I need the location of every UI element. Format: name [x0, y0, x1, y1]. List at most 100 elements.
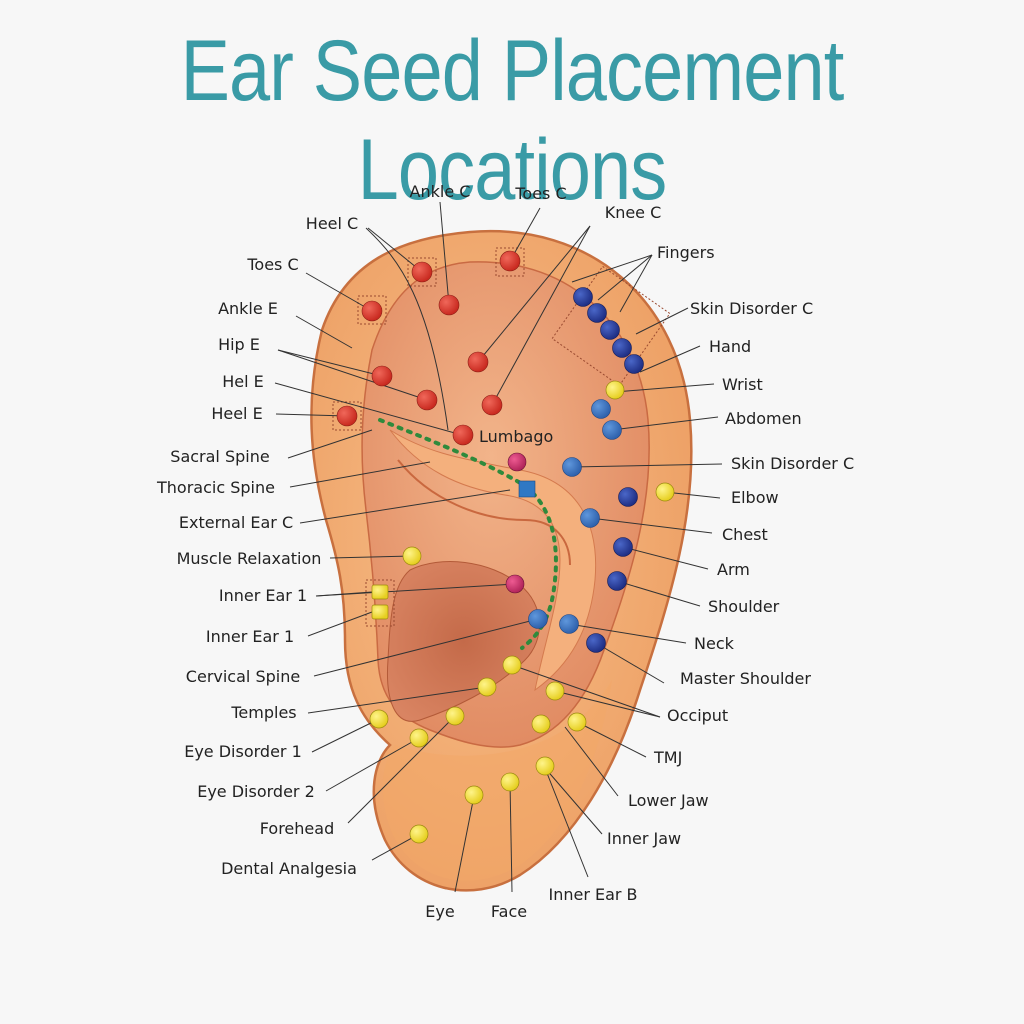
box-heel-c [407, 257, 437, 287]
point-shoulder [607, 571, 627, 591]
magenta-points [505, 452, 527, 594]
point-eye [464, 785, 484, 805]
point-toes-c-top [499, 250, 521, 272]
label-neck: Neck [694, 634, 735, 653]
label-lower-jaw: Lower Jaw [628, 791, 709, 810]
leader-lines [274, 201, 723, 893]
label-sacral-spine: Sacral Spine [170, 447, 269, 466]
point-inner-ear-1a [371, 584, 389, 600]
point-wrist [605, 380, 625, 400]
point-fingers-2 [587, 303, 607, 323]
point-dental-analgesia [409, 824, 429, 844]
dark-blue-points [573, 287, 644, 653]
label-abdomen: Abdomen [725, 409, 802, 428]
label-toes-c-left: Toes C [246, 255, 298, 274]
label-toes-c-top: Toes C [514, 184, 566, 203]
point-tmj-2 [567, 712, 587, 732]
point-occiput-2 [545, 681, 565, 701]
label-inner-ear-1b: Inner Ear 1 [206, 627, 294, 646]
box-inner-ear-1 [365, 579, 395, 627]
point-magenta-inner-ear [505, 574, 525, 594]
point-forehead [445, 706, 465, 726]
point-cervical [528, 609, 548, 629]
label-tmj: TMJ [653, 748, 682, 767]
point-magenta-upper [507, 452, 527, 472]
label-lumbago: Lumbago [479, 427, 553, 446]
point-heel-c [411, 261, 433, 283]
point-elbow-blue [618, 487, 638, 507]
label-external-ear-c: External Ear C [179, 513, 293, 532]
point-skin-disorder-c-mid [562, 457, 582, 477]
point-eye-disorder-1 [369, 709, 389, 729]
label-chest: Chest [722, 525, 768, 544]
label-eye-disorder-1: Eye Disorder 1 [184, 742, 302, 761]
point-knee-c [467, 351, 489, 373]
point-hip-e [371, 365, 393, 387]
point-neck [559, 614, 579, 634]
label-occiput: Occiput [667, 706, 728, 725]
spine-dotted-line [378, 418, 558, 650]
label-face: Face [491, 902, 527, 921]
label-hip-e: Hip E [218, 335, 260, 354]
point-heel-e [336, 405, 358, 427]
label-master-shoulder: Master Shoulder [680, 669, 811, 688]
label-cervical-spine: Cervical Spine [186, 667, 300, 686]
label-arm: Arm [717, 560, 750, 579]
label-ankle-e: Ankle E [218, 299, 278, 318]
point-skin-disorder-c-top [612, 338, 632, 358]
point-hel-e [416, 389, 438, 411]
point-chest [580, 508, 600, 528]
label-eye-disorder-2: Eye Disorder 2 [197, 782, 315, 801]
ear-crease [397, 459, 571, 566]
point-arm [613, 537, 633, 557]
label-shoulder: Shoulder [708, 597, 780, 616]
ear-lobule [382, 680, 612, 881]
box-toes-c-left [357, 295, 387, 325]
point-inner-jaw [535, 756, 555, 776]
label-inner-ear-b: Inner Ear B [548, 885, 637, 904]
label-ankle-c: Ankle C [410, 182, 471, 201]
point-lumbago [452, 424, 474, 446]
label-dental-analgesia: Dental Analgesia [221, 859, 357, 878]
point-wrist-blue [591, 399, 611, 419]
label-thoracic-spine: Thoracic Spine [156, 478, 275, 497]
label-heel-e: Heel E [211, 404, 262, 423]
label-eye: Eye [425, 902, 454, 921]
label-elbow: Elbow [731, 488, 779, 507]
point-face [500, 772, 520, 792]
label-skin-disorder-c-top: Skin Disorder C [690, 299, 813, 318]
red-points [336, 250, 521, 446]
point-external-ear-c-square [518, 480, 536, 498]
point-muscle-relaxation [402, 546, 422, 566]
point-abdomen [602, 420, 622, 440]
label-skin-disorder-c-mid: Skin Disorder C [731, 454, 854, 473]
point-hand [624, 354, 644, 374]
point-ankle-c [438, 294, 460, 316]
label-forehead: Forehead [260, 819, 334, 838]
point-fingers-3 [600, 320, 620, 340]
label-wrist: Wrist [722, 375, 763, 394]
point-temples [477, 677, 497, 697]
box-toes-c-top [495, 247, 525, 277]
label-knee-c: Knee C [605, 203, 662, 222]
point-eye-disorder-2 [409, 728, 429, 748]
yellow-points [369, 380, 675, 844]
label-hand: Hand [709, 337, 751, 356]
label-inner-jaw: Inner Jaw [607, 829, 681, 848]
labels: Ankle C Toes C Knee C Heel C Fingers Toe… [156, 182, 854, 921]
light-blue-points [528, 399, 622, 634]
label-fingers: Fingers [657, 243, 715, 262]
point-inner-ear-1b [371, 604, 389, 620]
point-tmj-1 [531, 714, 551, 734]
point-knee-c-2 [481, 394, 503, 416]
label-inner-ear-1a: Inner Ear 1 [219, 586, 307, 605]
point-master-shoulder [586, 633, 606, 653]
label-temples: Temples [230, 703, 296, 722]
point-occiput [502, 655, 522, 675]
label-heel-c: Heel C [306, 214, 358, 233]
page-title: Ear Seed Placement Locations [180, 23, 845, 218]
label-muscle-relaxation: Muscle Relaxation [177, 549, 322, 568]
point-toes-c-left [361, 300, 383, 322]
